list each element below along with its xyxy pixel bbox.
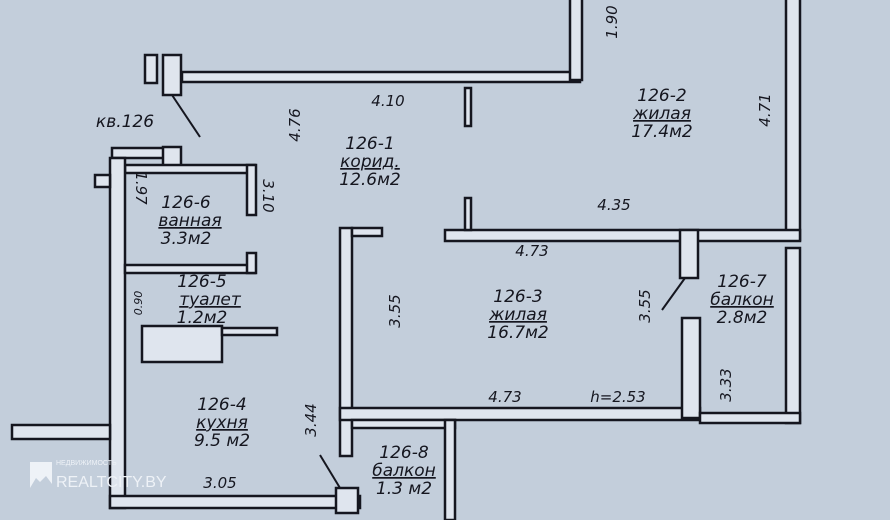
room-126-3: 126-3 жилая 16.7м2 (487, 287, 549, 343)
room-area: 16.7м2 (487, 323, 549, 343)
room-area: 17.4м2 (631, 122, 693, 142)
room-area: 3.3м2 (161, 229, 212, 249)
room-126-5: 126-5 туалет 1.2м2 (177, 272, 242, 328)
dim-4-76: 4.76 (286, 108, 304, 141)
watermark-logo-icon (30, 462, 52, 488)
room-id: 126-8 (379, 443, 429, 463)
room-id: 126-7 (717, 272, 767, 292)
room-name: корид. (340, 152, 400, 172)
dim-4-35: 4.35 (597, 196, 630, 214)
room-name: кухня (196, 413, 248, 433)
room-area: 9.5 м2 (194, 431, 250, 451)
room-name: туалет (179, 290, 242, 310)
watermark-big: REALTCITY.BY (56, 474, 167, 491)
dim-1-90: 1.90 (603, 5, 621, 38)
walls (10, 0, 802, 520)
room-id: 126-5 (177, 272, 226, 292)
room-name: жилая (632, 104, 691, 124)
room-area: 1.3 м2 (376, 479, 432, 499)
dimensions: 1.90 4.10 4.76 4.71 1.97 3.10 4.35 4.73 … (132, 5, 774, 492)
room-name: ванная (158, 211, 221, 231)
room-area: 12.6м2 (339, 170, 401, 190)
dim-4-73-bottom: 4.73 (488, 388, 521, 406)
watermark: НЕДВИЖИМОСТЬ REALTCITY.BY (30, 460, 167, 491)
dim-3-55-left: 3.55 (386, 294, 404, 327)
dim-3-10: 3.10 (259, 179, 277, 212)
room-id: 126-1 (345, 134, 394, 154)
room-126-8: 126-8 балкон 1.3 м2 (372, 443, 436, 499)
room-area: 1.2м2 (177, 308, 228, 328)
apartment-label: кв.126 (96, 112, 154, 132)
ceiling-height: h=2.53 (590, 388, 645, 406)
dim-0-90: 0.90 (132, 291, 145, 316)
room-name: балкон (372, 461, 436, 481)
watermark-small: НЕДВИЖИМОСТЬ (56, 460, 117, 467)
room-name: жилая (488, 305, 547, 325)
dim-4-73-top: 4.73 (515, 242, 548, 260)
room-126-6: 126-6 ванная 3.3м2 (158, 193, 221, 249)
room-id: 126-6 (161, 193, 211, 213)
dim-4-71: 4.71 (756, 93, 774, 126)
dim-1-97: 1.97 (132, 171, 150, 205)
room-area: 2.8м2 (717, 308, 768, 328)
leader-lines (171, 94, 686, 489)
room-126-2: 126-2 жилая 17.4м2 (631, 86, 693, 142)
room-id: 126-3 (493, 287, 542, 307)
dim-4-10: 4.10 (371, 92, 404, 110)
room-name: балкон (710, 290, 774, 310)
room-126-1: 126-1 корид. 12.6м2 (339, 134, 401, 190)
room-126-4: 126-4 кухня 9.5 м2 (194, 395, 250, 451)
dim-3-44: 3.44 (302, 403, 320, 436)
dim-3-55-right: 3.55 (636, 289, 654, 322)
room-126-7: 126-7 балкон 2.8м2 (710, 272, 774, 328)
room-id: 126-4 (197, 395, 246, 415)
dim-3-33: 3.33 (717, 368, 735, 401)
dim-3-05: 3.05 (203, 474, 236, 492)
room-id: 126-2 (637, 86, 686, 106)
